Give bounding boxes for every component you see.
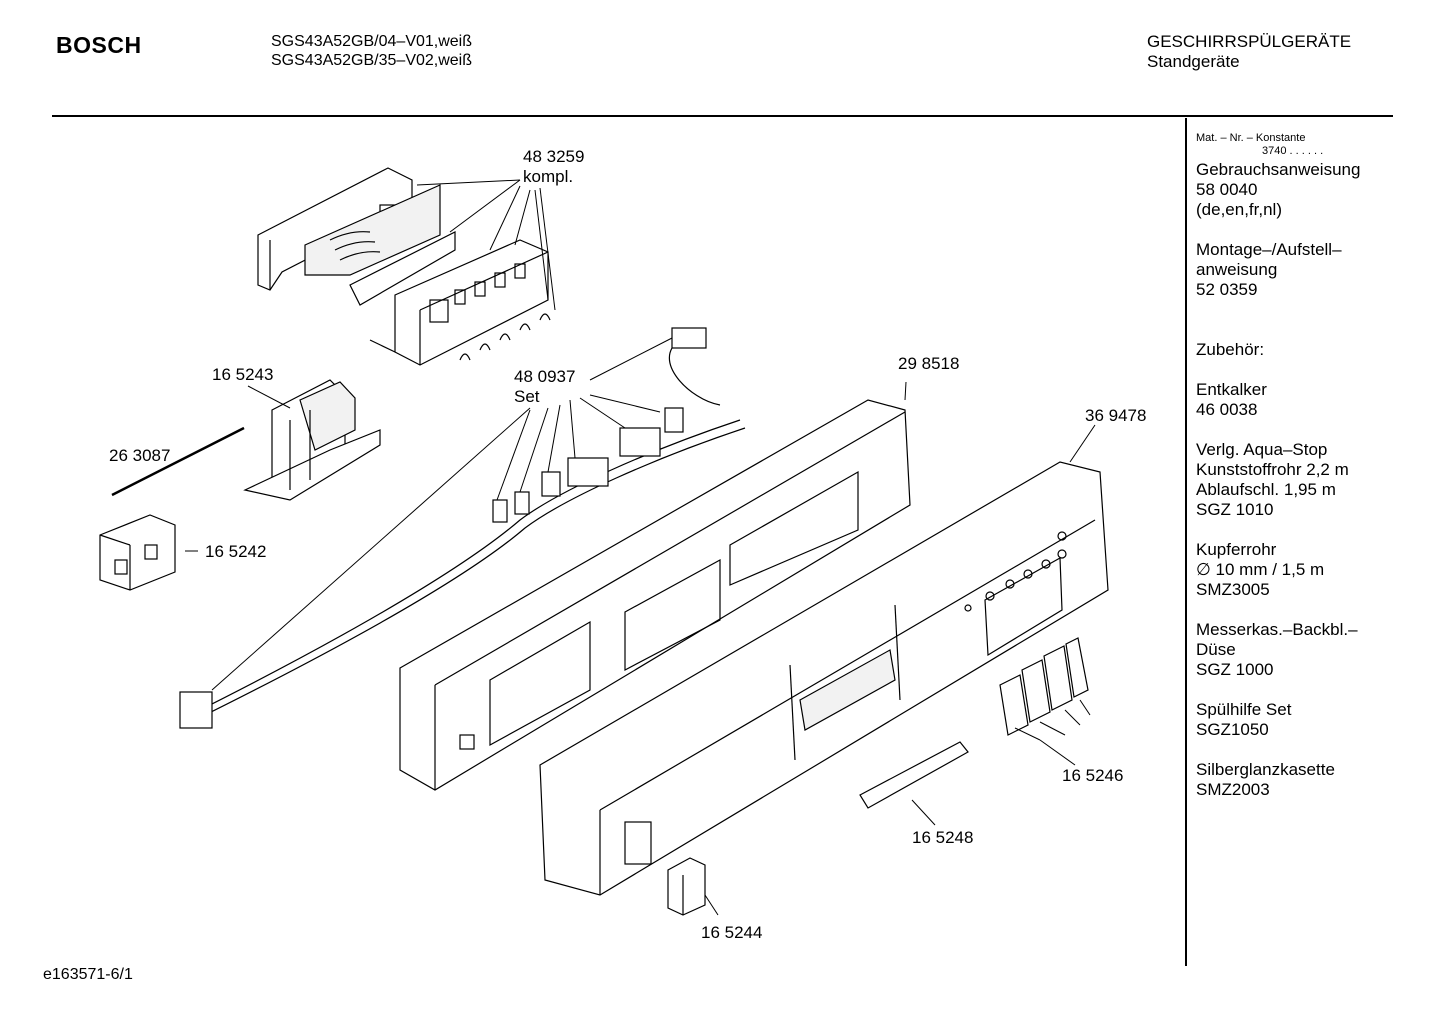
constant-label: Mat. – Nr. – Konstante: [1196, 132, 1306, 144]
side-item-descaler: Entkalker 46 0038: [1196, 380, 1436, 420]
side-line: SGZ 1000: [1196, 660, 1274, 679]
part-label-165243: 16 5243: [212, 365, 273, 384]
side-line: Düse: [1196, 640, 1236, 659]
side-line: 58 0040: [1196, 180, 1258, 199]
bracket-165243: [243, 379, 381, 501]
side-line: Montage–/Aufstell–: [1196, 240, 1342, 259]
side-line: 52 0359: [1196, 280, 1258, 299]
side-item-silver-cassette: Silberglanzkasette SMZ2003: [1196, 760, 1436, 800]
side-line: Messerkas.–Backbl.–: [1196, 620, 1358, 639]
part-label-483259-sub: kompl.: [523, 167, 573, 186]
side-item-installation: Montage–/Aufstell– anweisung 52 0359: [1196, 240, 1436, 300]
switch-165242: [99, 514, 176, 591]
part-label-165242: 16 5242: [205, 542, 266, 561]
category-title: GESCHIRRSPÜLGERÄTE: [1147, 32, 1352, 51]
side-line: SMZ3005: [1196, 580, 1270, 599]
part-label-480937-sub: Set: [514, 387, 540, 406]
side-line: SMZ2003: [1196, 780, 1270, 799]
side-item-accessories-heading: Zubehör:: [1196, 340, 1436, 360]
side-line: Kupferrohr: [1196, 540, 1277, 559]
part-label-165244: 16 5244: [701, 923, 762, 942]
constant-value: 3740 . . . . . .: [1262, 145, 1324, 157]
side-line: Silberglanzkasette: [1196, 760, 1335, 779]
side-item-rinse-aid: Spülhilfe Set SGZ1050: [1196, 700, 1436, 740]
part-label-298518: 29 8518: [898, 354, 959, 373]
part-label-165248: 16 5248: [912, 828, 973, 847]
side-item-copper-pipe: Kupferrohr ∅ 10 mm / 1,5 m SMZ3005: [1196, 540, 1436, 600]
side-line: Entkalker: [1196, 380, 1267, 399]
side-item-nozzle: Messerkas.–Backbl.– Düse SGZ 1000: [1196, 620, 1436, 680]
leader-lines: [185, 179, 1096, 916]
side-line: SGZ 1010: [1196, 500, 1274, 519]
inner-panel-298518: [399, 399, 911, 791]
side-line: ∅ 10 mm / 1,5 m: [1196, 560, 1325, 579]
part-label-369478: 36 9478: [1085, 406, 1146, 425]
part-label-480937: 48 0937: [514, 367, 575, 386]
knob-165244: [667, 857, 706, 916]
side-line: (de,en,fr,nl): [1196, 200, 1282, 219]
side-line: Gebrauchsanweisung: [1196, 160, 1361, 179]
category-subtitle: Standgeräte: [1147, 52, 1240, 71]
side-line: Spülhilfe Set: [1196, 700, 1292, 719]
side-item-aquastop: Verlg. Aqua–Stop Kunststoffrohr 2,2 m Ab…: [1196, 440, 1436, 520]
strip-165248: [859, 741, 969, 809]
drawing-reference: e163571-6/1: [43, 966, 133, 983]
buttons-165246: [999, 637, 1089, 736]
side-item-manual: Gebrauchsanweisung 58 0040 (de,en,fr,nl): [1196, 160, 1436, 220]
side-line: Ablaufschl. 1,95 m: [1196, 480, 1336, 499]
side-line: anweisung: [1196, 260, 1278, 279]
side-line: Verlg. Aqua–Stop: [1196, 440, 1328, 459]
model-number-2: SGS43A52GB/35–V02,weiß: [271, 52, 473, 69]
side-line: Zubehör:: [1196, 340, 1265, 359]
model-number-1: SGS43A52GB/04–V01,weiß: [271, 33, 473, 50]
wire-harness-480937: [179, 327, 746, 729]
side-line: SGZ1050: [1196, 720, 1269, 739]
control-module-assembly: [257, 167, 551, 366]
accessory-list: Mat. – Nr. – Konstante 3740 . . . . . . …: [1196, 132, 1436, 800]
rod-263087: [111, 426, 245, 497]
side-line: 46 0038: [1196, 400, 1258, 419]
brand-logo: BOSCH: [56, 32, 142, 58]
part-label-263087: 26 3087: [109, 446, 170, 465]
part-label-483259: 48 3259: [523, 147, 584, 166]
front-panel-369478: [539, 461, 1109, 896]
side-line: Kunststoffrohr 2,2 m: [1196, 460, 1349, 479]
part-label-165246: 16 5246: [1062, 766, 1123, 785]
